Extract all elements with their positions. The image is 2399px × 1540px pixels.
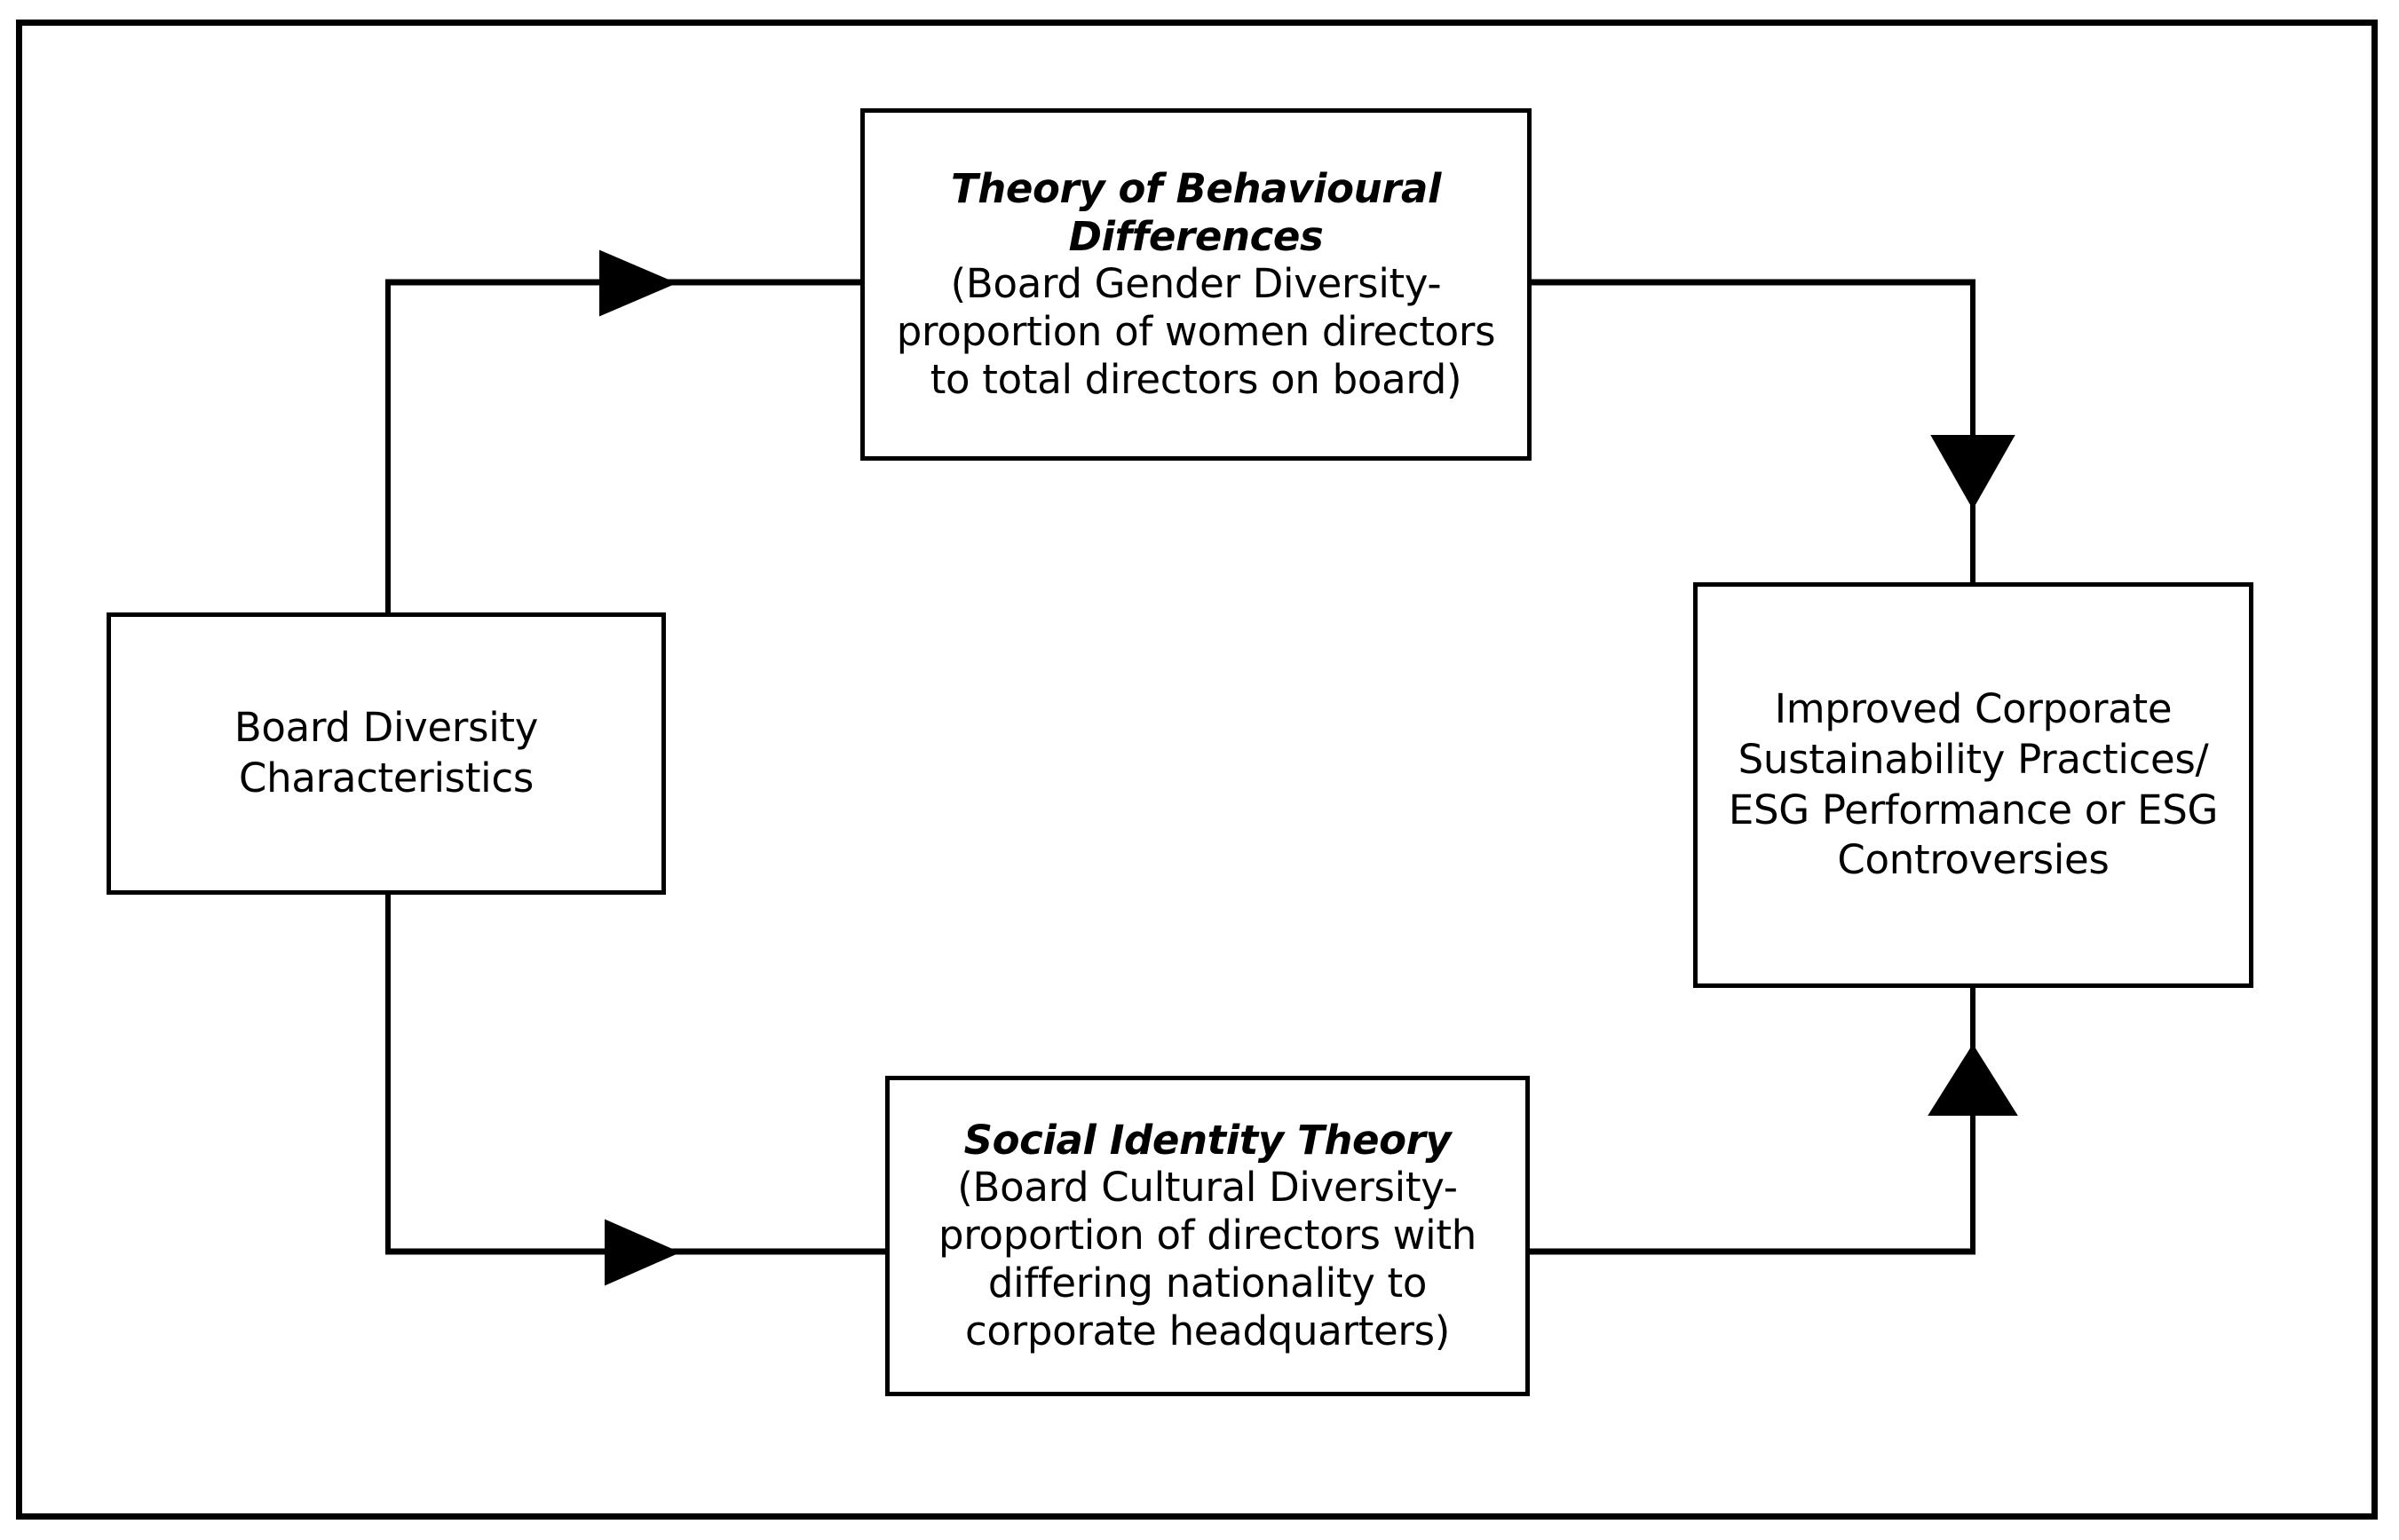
arrowhead-right-bottom bbox=[605, 1219, 681, 1286]
node-right-line-3: ESG Performance or ESG bbox=[1728, 786, 2219, 833]
node-bottom-body-line-1: (Board Cultural Diversity- bbox=[957, 1164, 1458, 1212]
arrowhead-right-top bbox=[599, 249, 677, 317]
node-right-line-1: Improved Corporate bbox=[1774, 685, 2173, 733]
node-top-body-line-3: to total directors on board) bbox=[930, 355, 1462, 403]
node-social-identity-theory[interactable]: Social Identity Theory (Board Cultural D… bbox=[885, 1076, 1530, 1396]
node-bottom-body-line-2: proportion of directors with bbox=[938, 1212, 1477, 1260]
node-board-diversity-characteristics[interactable]: Board Diversity Characteristics bbox=[107, 612, 666, 895]
node-improved-corporate-sustainability[interactable]: Improved Corporate Sustainability Practi… bbox=[1693, 582, 2253, 988]
connector-bottom-to-right bbox=[1527, 985, 2018, 1255]
connector-left-to-top bbox=[385, 249, 863, 615]
connector-top-to-right bbox=[1529, 279, 2015, 585]
node-bottom-body-line-3: differing nationality to bbox=[987, 1260, 1428, 1307]
node-left-content: Board Diversity Characteristics bbox=[111, 703, 661, 803]
arrowhead-up-right bbox=[1928, 1044, 2018, 1116]
node-right-line-2: Sustainability Practices/ bbox=[1738, 735, 2209, 783]
node-theory-of-behavioural-differences[interactable]: Theory of Behavioural Differences (Board… bbox=[860, 108, 1532, 461]
node-top-content: Theory of Behavioural Differences (Board… bbox=[865, 165, 1527, 403]
node-left-line-1: Board Diversity bbox=[234, 704, 539, 752]
node-right-content: Improved Corporate Sustainability Practi… bbox=[1698, 684, 2249, 886]
arrowhead-down-right bbox=[1930, 435, 2015, 510]
node-top-title-line-2: Differences bbox=[1068, 212, 1324, 260]
node-top-title-line-1: Theory of Behavioural bbox=[950, 165, 1442, 213]
node-bottom-content: Social Identity Theory (Board Cultural D… bbox=[890, 1117, 1525, 1355]
node-bottom-title-line-1: Social Identity Theory bbox=[963, 1116, 1452, 1164]
node-top-body-line-2: proportion of women directors bbox=[896, 307, 1496, 355]
node-top-body-line-1: (Board Gender Diversity- bbox=[950, 259, 1442, 307]
node-left-line-2: Characteristics bbox=[239, 754, 534, 802]
connector-left-to-bottom bbox=[385, 892, 888, 1286]
node-bottom-body-line-4: corporate headquarters) bbox=[964, 1307, 1451, 1355]
node-right-line-4: Controversies bbox=[1837, 836, 2110, 884]
